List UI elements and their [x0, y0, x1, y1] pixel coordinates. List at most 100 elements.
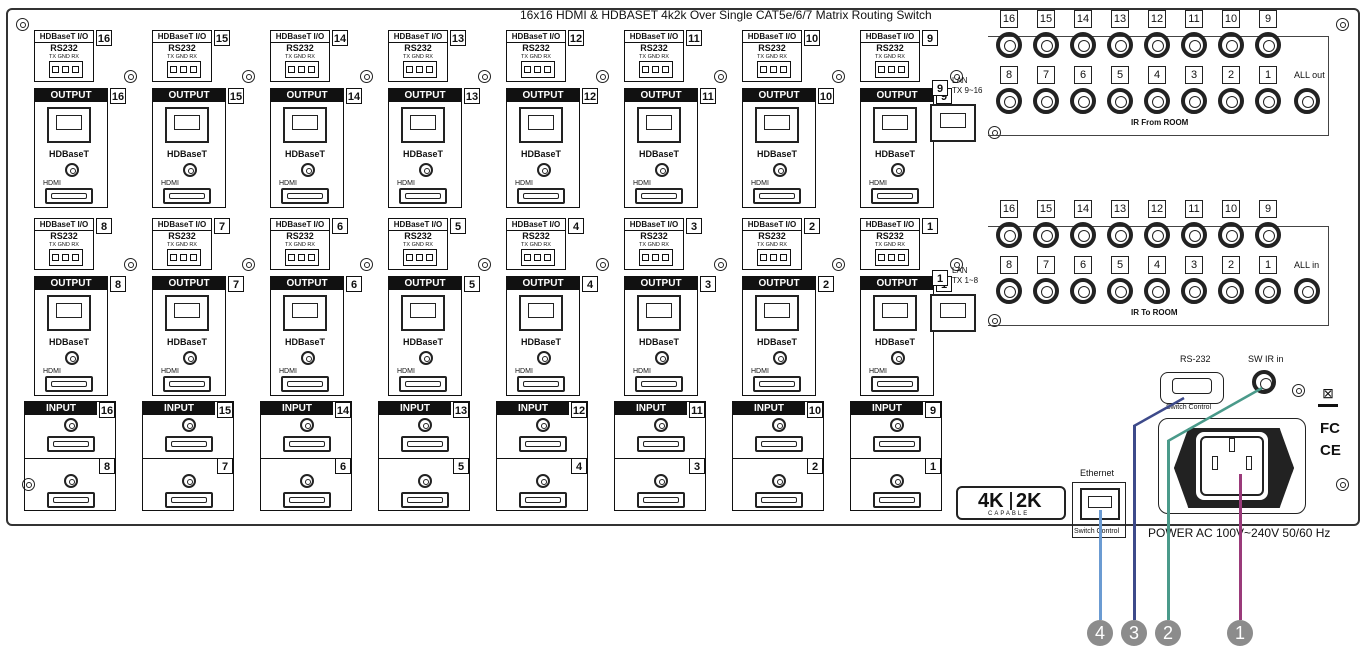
- ir-jack-icon[interactable]: [1033, 88, 1059, 114]
- rj45-port-icon[interactable]: [283, 295, 327, 331]
- ir-jack-icon[interactable]: [1033, 32, 1059, 58]
- bnc-connector-icon[interactable]: [419, 163, 433, 177]
- rs232-terminal-block[interactable]: [757, 61, 791, 78]
- rj45-port-icon[interactable]: [637, 295, 681, 331]
- hdmi-output-port-icon[interactable]: [281, 188, 329, 204]
- hdmi-input-port-icon[interactable]: [283, 436, 331, 452]
- hdmi-input-port-icon[interactable]: [519, 492, 567, 508]
- bnc-connector-icon[interactable]: [64, 418, 78, 432]
- bnc-connector-icon[interactable]: [654, 418, 668, 432]
- bnc-connector-icon[interactable]: [182, 474, 196, 488]
- ir-jack-icon[interactable]: [1070, 222, 1096, 248]
- ir-jack-icon[interactable]: [1255, 32, 1281, 58]
- hdmi-input-port-icon[interactable]: [401, 436, 449, 452]
- ir-all-jack-icon[interactable]: [1294, 278, 1320, 304]
- rs232-terminal-block[interactable]: [167, 249, 201, 266]
- hdmi-output-port-icon[interactable]: [635, 376, 683, 392]
- ir-jack-icon[interactable]: [1107, 278, 1133, 304]
- ir-jack-icon[interactable]: [1255, 88, 1281, 114]
- rj45-port-icon[interactable]: [47, 107, 91, 143]
- hdmi-output-port-icon[interactable]: [45, 188, 93, 204]
- bnc-connector-icon[interactable]: [773, 163, 787, 177]
- ir-jack-icon[interactable]: [1255, 222, 1281, 248]
- rj45-port-icon[interactable]: [401, 107, 445, 143]
- bnc-connector-icon[interactable]: [300, 418, 314, 432]
- rs232-terminal-block[interactable]: [403, 249, 437, 266]
- rs232-terminal-block[interactable]: [757, 249, 791, 266]
- bnc-connector-icon[interactable]: [418, 474, 432, 488]
- hdmi-input-port-icon[interactable]: [637, 492, 685, 508]
- hdmi-output-port-icon[interactable]: [45, 376, 93, 392]
- ir-jack-icon[interactable]: [1218, 88, 1244, 114]
- bnc-connector-icon[interactable]: [890, 418, 904, 432]
- hdmi-output-port-icon[interactable]: [871, 188, 919, 204]
- ir-jack-icon[interactable]: [1218, 32, 1244, 58]
- hdmi-input-port-icon[interactable]: [873, 436, 921, 452]
- rs232-terminal-block[interactable]: [49, 249, 83, 266]
- rs232-terminal-block[interactable]: [639, 61, 673, 78]
- hdmi-input-port-icon[interactable]: [755, 436, 803, 452]
- rj45-port-icon[interactable]: [755, 107, 799, 143]
- rj45-port-icon[interactable]: [755, 295, 799, 331]
- ir-jack-icon[interactable]: [1181, 88, 1207, 114]
- hdmi-input-port-icon[interactable]: [401, 492, 449, 508]
- bnc-connector-icon[interactable]: [655, 351, 669, 365]
- rs232-terminal-block[interactable]: [285, 61, 319, 78]
- hdmi-input-port-icon[interactable]: [637, 436, 685, 452]
- hdmi-input-port-icon[interactable]: [283, 492, 331, 508]
- hdmi-output-port-icon[interactable]: [399, 188, 447, 204]
- hdmi-output-port-icon[interactable]: [163, 188, 211, 204]
- rj45-port-icon[interactable]: [165, 295, 209, 331]
- bnc-connector-icon[interactable]: [773, 351, 787, 365]
- ir-jack-icon[interactable]: [996, 222, 1022, 248]
- ir-jack-icon[interactable]: [1181, 32, 1207, 58]
- ir-jack-icon[interactable]: [1144, 32, 1170, 58]
- rs232-terminal-block[interactable]: [875, 249, 909, 266]
- bnc-connector-icon[interactable]: [65, 163, 79, 177]
- ir-jack-icon[interactable]: [1070, 88, 1096, 114]
- bnc-connector-icon[interactable]: [183, 351, 197, 365]
- bnc-connector-icon[interactable]: [301, 351, 315, 365]
- rj45-port-icon[interactable]: [873, 107, 917, 143]
- ir-jack-icon[interactable]: [1181, 278, 1207, 304]
- rj45-port-icon[interactable]: [47, 295, 91, 331]
- lan-port-icon[interactable]: [930, 294, 976, 332]
- hdmi-output-port-icon[interactable]: [635, 188, 683, 204]
- ir-jack-icon[interactable]: [1181, 222, 1207, 248]
- hdmi-output-port-icon[interactable]: [399, 376, 447, 392]
- bnc-connector-icon[interactable]: [301, 163, 315, 177]
- bnc-connector-icon[interactable]: [300, 474, 314, 488]
- bnc-connector-icon[interactable]: [772, 418, 786, 432]
- bnc-connector-icon[interactable]: [536, 418, 550, 432]
- bnc-connector-icon[interactable]: [182, 418, 196, 432]
- hdmi-output-port-icon[interactable]: [517, 188, 565, 204]
- ir-jack-icon[interactable]: [1218, 222, 1244, 248]
- bnc-connector-icon[interactable]: [64, 474, 78, 488]
- rs232-terminal-block[interactable]: [285, 249, 319, 266]
- bnc-connector-icon[interactable]: [183, 163, 197, 177]
- rs232-terminal-block[interactable]: [403, 61, 437, 78]
- rj45-port-icon[interactable]: [401, 295, 445, 331]
- hdmi-output-port-icon[interactable]: [163, 376, 211, 392]
- hdmi-output-port-icon[interactable]: [753, 376, 801, 392]
- rj45-port-icon[interactable]: [519, 107, 563, 143]
- rj45-port-icon[interactable]: [283, 107, 327, 143]
- hdmi-input-port-icon[interactable]: [165, 492, 213, 508]
- hdmi-output-port-icon[interactable]: [517, 376, 565, 392]
- bnc-connector-icon[interactable]: [891, 351, 905, 365]
- rs232-terminal-block[interactable]: [521, 249, 555, 266]
- bnc-connector-icon[interactable]: [537, 351, 551, 365]
- bnc-connector-icon[interactable]: [536, 474, 550, 488]
- ir-jack-icon[interactable]: [1144, 278, 1170, 304]
- hdmi-input-port-icon[interactable]: [47, 436, 95, 452]
- bnc-connector-icon[interactable]: [655, 163, 669, 177]
- ir-jack-icon[interactable]: [1107, 222, 1133, 248]
- ir-jack-icon[interactable]: [1255, 278, 1281, 304]
- hdmi-input-port-icon[interactable]: [47, 492, 95, 508]
- ir-jack-icon[interactable]: [1033, 278, 1059, 304]
- bnc-connector-icon[interactable]: [418, 418, 432, 432]
- hdmi-output-port-icon[interactable]: [753, 188, 801, 204]
- bnc-connector-icon[interactable]: [537, 163, 551, 177]
- bnc-connector-icon[interactable]: [890, 474, 904, 488]
- ir-jack-icon[interactable]: [1033, 222, 1059, 248]
